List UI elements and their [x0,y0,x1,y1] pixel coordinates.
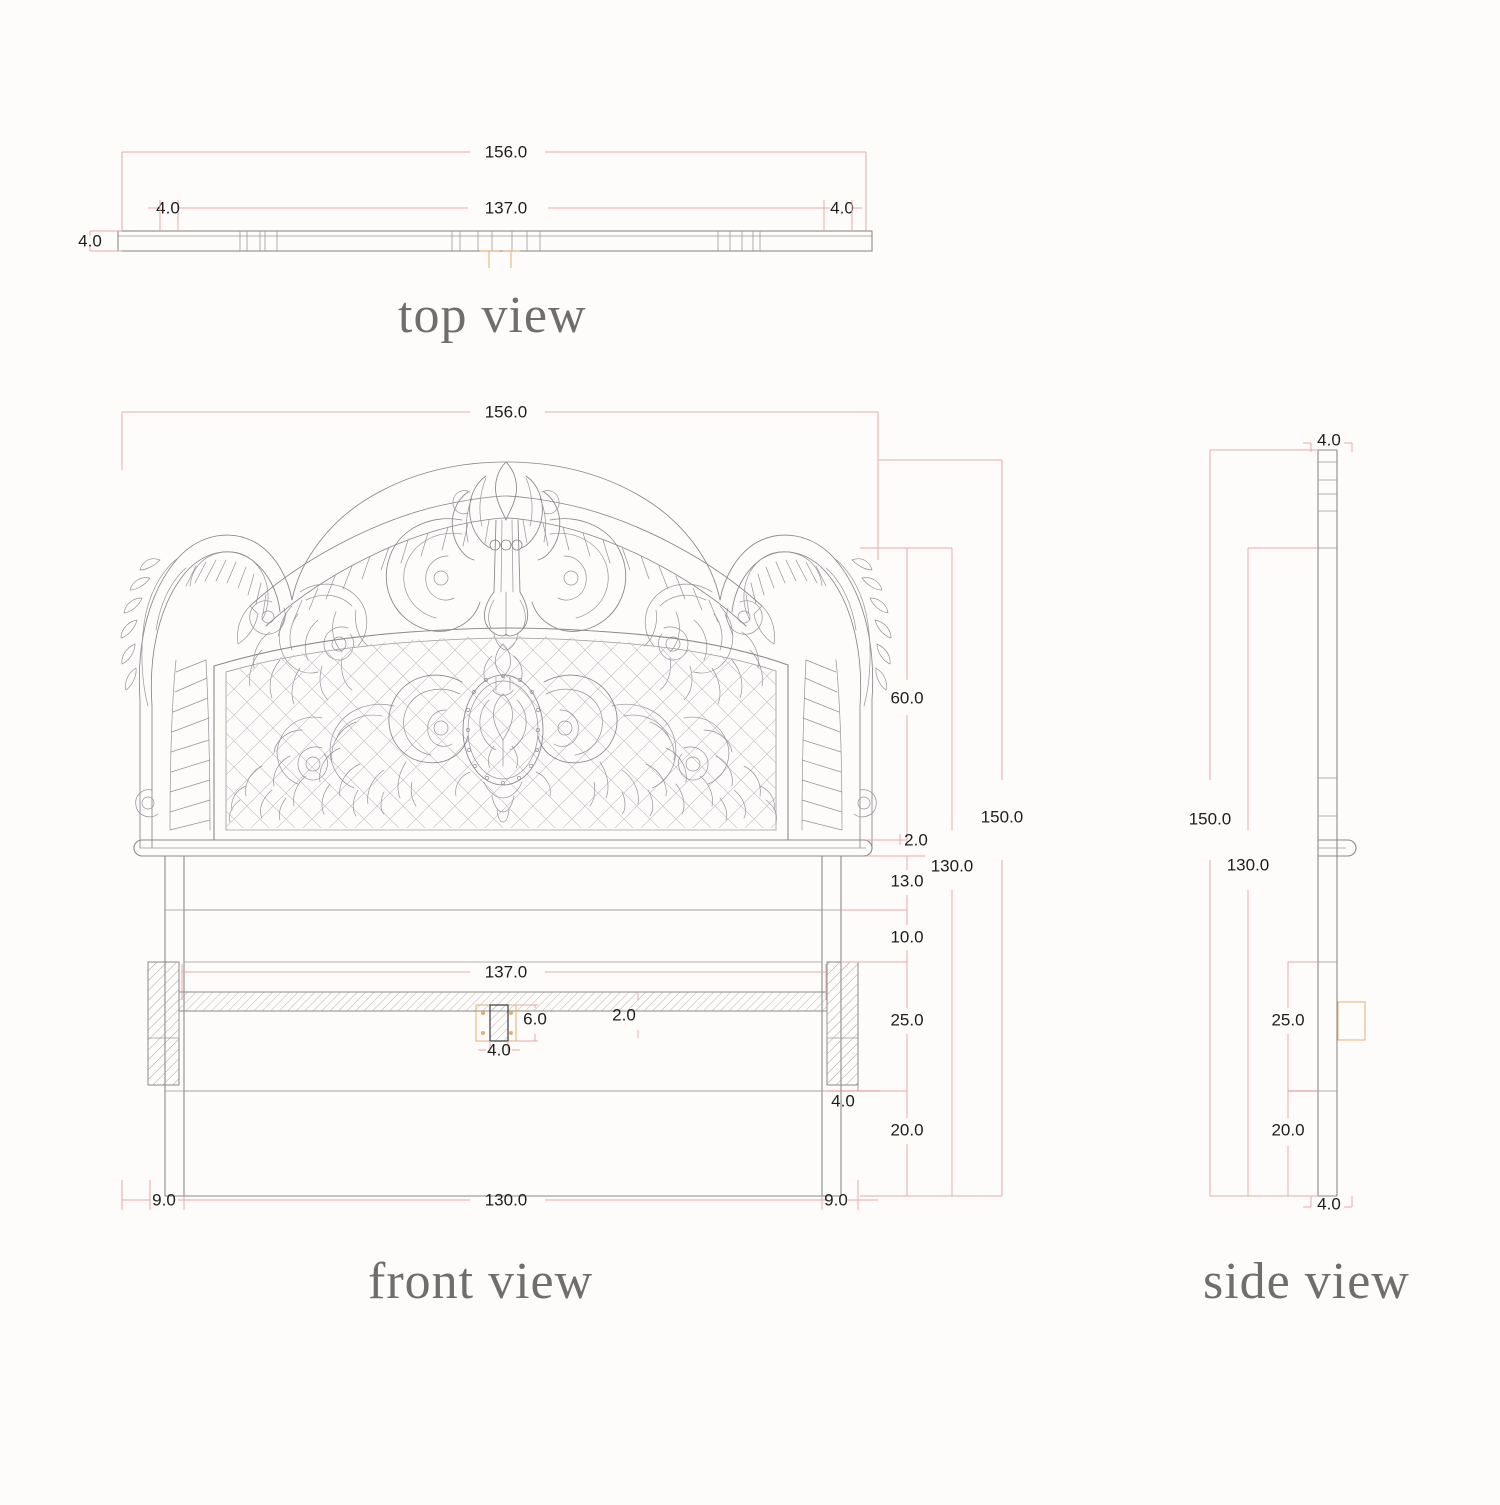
top-view-tenon-marks [480,250,520,268]
dim-side-25: 25.0 [1271,1010,1304,1029]
front-view-dimensions: 156.0 150.0 130.0 60.0 2.0 [121,402,1024,1210]
center-bracket-hardware [475,1004,517,1042]
panel-center-carving [229,643,777,823]
top-view-dimensions: 156.0 137.0 4.0 4.0 4.0 [78,142,867,252]
dim-side-150: 150.0 [1189,809,1232,828]
dim-front-4-bracket: 4.0 [487,1040,511,1059]
side-view-group: 4.0 150.0 130.0 25.0 20.0 [1189,430,1366,1213]
dim-front-2-rail: 2.0 [612,1005,636,1024]
dim-front-4-leg: 4.0 [831,1091,855,1110]
dim-top-137: 137.0 [485,198,528,217]
dim-front-10: 10.0 [890,927,923,946]
headboard-crest-carving [120,461,892,849]
dim-top-4-left: 4.0 [156,198,180,217]
bed-frame-body [147,856,859,1197]
side-view-label: side view [1203,1253,1410,1310]
dim-side-130: 130.0 [1227,855,1270,874]
dim-top-4-thickness: 4.0 [78,231,102,250]
dim-front-130: 130.0 [931,856,974,875]
top-view-body [117,230,873,252]
dim-front-6-bracket: 6.0 [523,1009,547,1028]
dim-front-60: 60.0 [890,688,923,707]
dim-front-25: 25.0 [890,1010,923,1029]
dim-front-2-cap: 2.0 [904,830,928,849]
dim-side-4-top: 4.0 [1317,430,1341,449]
dim-side-4-bottom: 4.0 [1317,1194,1341,1213]
panel-lattice [226,636,776,828]
dim-top-156: 156.0 [485,142,528,161]
dim-front-20: 20.0 [890,1120,923,1139]
dim-front-137: 137.0 [485,962,528,981]
side-view-dimensions: 4.0 150.0 130.0 25.0 20.0 [1189,430,1353,1213]
front-view-group: 156.0 150.0 130.0 60.0 2.0 [120,402,1024,1210]
dim-side-20: 20.0 [1271,1120,1304,1139]
side-view-body [1317,449,1366,1197]
top-view-label: top view [398,287,587,344]
dim-front-156: 156.0 [485,402,528,421]
dim-front-150: 150.0 [981,807,1024,826]
dim-front-9-right: 9.0 [824,1190,848,1209]
dim-front-9-left: 9.0 [152,1190,176,1209]
dim-front-13: 13.0 [890,871,923,890]
headboard-panel [213,627,789,841]
front-view-label: front view [368,1253,594,1310]
dim-front-130-bottom: 130.0 [485,1190,528,1209]
top-view-group: 156.0 137.0 4.0 4.0 4.0 [78,142,873,268]
dim-top-4-right: 4.0 [830,198,854,217]
cap-rail [133,839,873,857]
